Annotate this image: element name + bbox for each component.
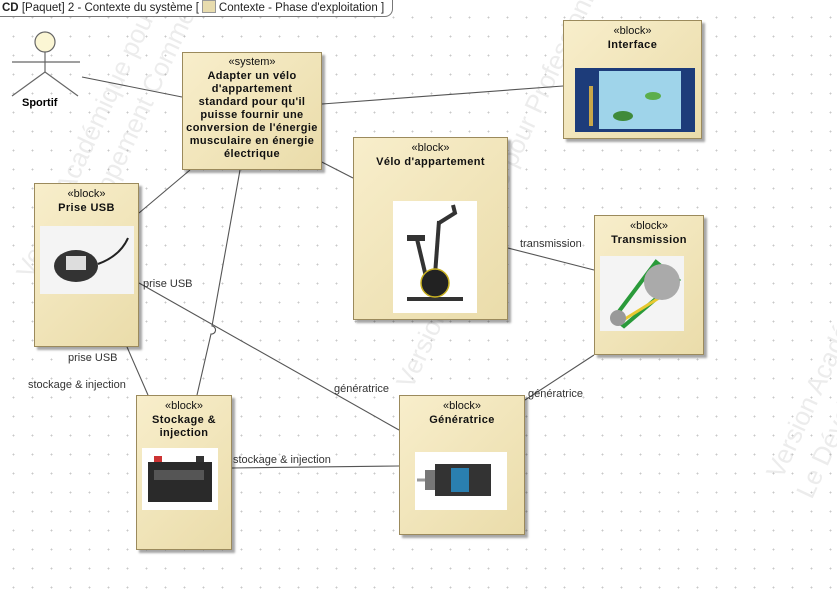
stereotype: «block» xyxy=(613,25,652,37)
connector-stockage-generatrice xyxy=(231,465,400,469)
actor-sportif-label: Sportif xyxy=(22,97,58,109)
connector-label: stockage & injection xyxy=(28,379,126,391)
battery-image xyxy=(142,448,218,510)
stereotype: «block» xyxy=(443,400,481,412)
system-block[interactable]: «system» Adapter un vélo d'appartement s… xyxy=(182,52,322,170)
stereotype: «block» xyxy=(67,188,106,200)
bracket: ] xyxy=(380,2,385,14)
block-interface[interactable]: «block» Interface xyxy=(563,20,702,139)
connector-label: transmission xyxy=(520,238,582,250)
connector-sportif-system xyxy=(81,76,183,98)
lcd-screen-image xyxy=(575,68,695,132)
connector-label: génératrice xyxy=(528,388,584,400)
connector-prise-stockage xyxy=(126,346,149,396)
block-velo[interactable]: «block» Vélo d'appartement xyxy=(353,137,508,320)
connector-transmission-generatrice xyxy=(524,354,595,401)
block-prise-usb[interactable]: «block» Prise USB xyxy=(34,183,139,347)
system-name: Adapter un vélo d'appartement standard p… xyxy=(186,70,318,160)
actor-sportif-icon xyxy=(11,31,80,97)
connector-system-interface xyxy=(321,85,564,105)
stereotype: «block» xyxy=(165,400,203,412)
connector-system-stockage xyxy=(196,169,241,396)
usb-socket-image xyxy=(40,226,134,294)
diagram-icon xyxy=(201,0,216,13)
diagram-type: CD xyxy=(2,2,19,14)
block-transmission[interactable]: «block» Transmission xyxy=(594,215,704,355)
package-label: [Paquet] 2 - Contexte du système [ xyxy=(21,2,199,14)
diagram-frame-tab: CD [Paquet] 2 - Contexte du système [ Con… xyxy=(0,0,394,17)
connector-prise-generatrice xyxy=(138,282,400,431)
connector-label: prise USB xyxy=(143,278,193,290)
block-generatrice[interactable]: «block» Génératrice xyxy=(399,395,525,535)
block-name: Vélo d'appartement xyxy=(376,156,485,168)
diagram-name: Contexte - Phase d'exploitation xyxy=(218,2,378,14)
block-name: Stockage & injection xyxy=(152,414,216,439)
block-stockage[interactable]: «block» Stockage & injection xyxy=(136,395,232,550)
connector-label: prise USB xyxy=(68,352,118,364)
stereotype: «system» xyxy=(228,56,276,68)
connector-system-prise xyxy=(138,169,191,214)
stereotype: «block» xyxy=(411,142,450,154)
block-name: Génératrice xyxy=(429,414,495,426)
exercise-bike-image xyxy=(393,201,477,313)
block-name: Transmission xyxy=(611,234,687,246)
stereotype: «block» xyxy=(630,220,668,232)
connector-label: génératrice xyxy=(334,383,390,395)
belt-pulley-image xyxy=(600,256,684,331)
motor-generator-image xyxy=(415,452,507,510)
connector-velo-transmission xyxy=(507,247,595,271)
connector-label: stockage & injection xyxy=(233,454,331,466)
block-name: Prise USB xyxy=(58,202,115,214)
block-name: Interface xyxy=(607,39,658,51)
